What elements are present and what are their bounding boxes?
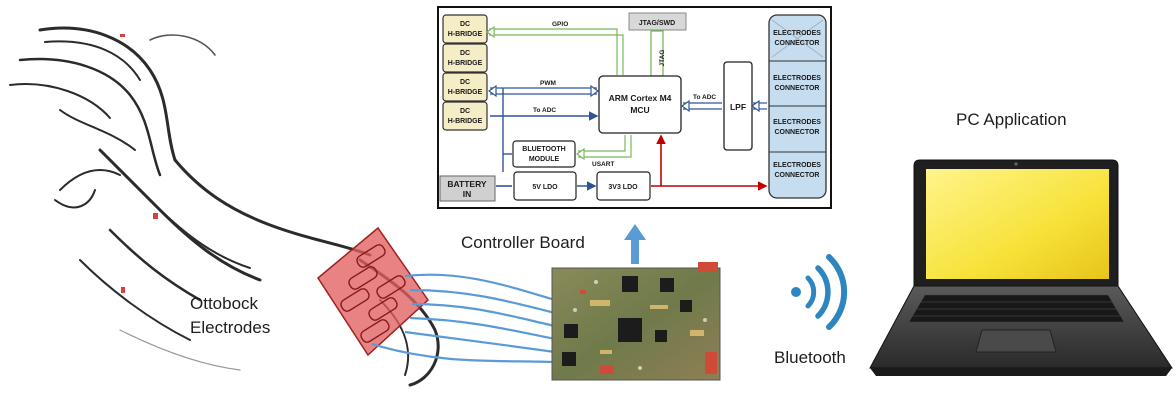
usart-bus	[575, 135, 632, 161]
svg-text:3V3 LDO: 3V3 LDO	[608, 184, 638, 191]
svg-text:H-BRIDGE: H-BRIDGE	[448, 118, 483, 125]
electrode-cables	[371, 273, 556, 364]
svg-text:DC: DC	[460, 21, 470, 28]
arm-sketch	[9, 26, 440, 387]
hbridge-power-bus	[502, 88, 512, 172]
svg-text:CONNECTOR: CONNECTOR	[775, 172, 820, 179]
svg-text:LPF: LPF	[730, 102, 746, 112]
svg-text:DC: DC	[460, 79, 470, 86]
laptop-icon	[869, 159, 1173, 376]
to-adc-right-bus	[680, 99, 722, 113]
lpf-box: LPF	[723, 61, 753, 151]
connector-to-lpf-bus	[750, 99, 767, 113]
h-bridge-3: DC H-BRIDGE	[442, 72, 488, 102]
svg-text:5V LDO: 5V LDO	[532, 184, 558, 191]
h-bridge-2: DC H-BRIDGE	[442, 43, 488, 73]
svg-text:ELECTRODES: ELECTRODES	[773, 75, 821, 82]
battery-in-box: BATTERY IN	[439, 175, 496, 202]
svg-text:H-BRIDGE: H-BRIDGE	[448, 60, 483, 67]
svg-text:ELECTRODES: ELECTRODES	[773, 162, 821, 169]
svg-text:CONNECTOR: CONNECTOR	[775, 85, 820, 92]
svg-text:DC: DC	[460, 108, 470, 115]
svg-text:ELECTRODES: ELECTRODES	[773, 119, 821, 126]
gpio-label: GPIO	[552, 21, 568, 28]
pwm-bus	[487, 84, 600, 98]
h-bridge-1: DC H-BRIDGE	[442, 14, 488, 44]
bluetooth-label: Bluetooth	[774, 348, 846, 367]
svg-text:DC: DC	[460, 50, 470, 57]
svg-text:JTAG: JTAG	[659, 50, 666, 67]
jtag-swd-box: JTAG/SWD	[628, 12, 687, 31]
svg-text:JTAG/SWD: JTAG/SWD	[639, 20, 675, 27]
electrode-connectors: ELECTRODES CONNECTOR ELECTRODES CONNECTO…	[768, 14, 827, 199]
gpio-bus	[485, 25, 624, 75]
ldo-5v-box: 5V LDO	[513, 171, 577, 201]
electrodes-label-line1: Ottobock	[190, 294, 259, 313]
svg-text:H-BRIDGE: H-BRIDGE	[448, 89, 483, 96]
svg-text:BLUETOOTH: BLUETOOTH	[522, 146, 565, 153]
pwm-label: PWM	[540, 80, 556, 87]
block-diagram: DC H-BRIDGE DC H-BRIDGE DC H-BRIDGE DC H…	[437, 6, 832, 209]
pc-application-label: PC Application	[956, 110, 1067, 129]
ldo-3v3-box: 3V3 LDO	[596, 171, 651, 201]
svg-text:ELECTRODES: ELECTRODES	[773, 30, 821, 37]
to-adc-right-label: To ADC	[693, 94, 716, 101]
svg-text:CONNECTOR: CONNECTOR	[775, 40, 820, 47]
svg-text:ARM Cortex M4: ARM Cortex M4	[609, 93, 672, 103]
bluetooth-module-box: BLUETOOTH MODULE	[512, 140, 576, 168]
svg-text:MODULE: MODULE	[529, 156, 560, 163]
upload-arrow	[624, 224, 646, 264]
h-bridge-4: DC H-BRIDGE	[442, 101, 488, 131]
controller-board-label: Controller Board	[461, 233, 585, 252]
svg-text:MCU: MCU	[630, 105, 649, 115]
mcu-box: ARM Cortex M4 MCU	[598, 75, 682, 134]
svg-text:BATTERY: BATTERY	[447, 179, 487, 189]
to-adc-left-label: To ADC	[533, 107, 556, 114]
svg-text:IN: IN	[463, 189, 472, 199]
svg-text:H-BRIDGE: H-BRIDGE	[448, 31, 483, 38]
bluetooth-waves-icon	[791, 254, 848, 330]
usart-label: USART	[592, 161, 614, 168]
svg-text:CONNECTOR: CONNECTOR	[775, 129, 820, 136]
electrode-pad	[317, 226, 429, 357]
electrodes-label-line2: Electrodes	[190, 318, 270, 337]
power-lines	[496, 134, 768, 191]
arm-red-marks	[120, 34, 158, 293]
controller-board-photo	[551, 262, 721, 381]
